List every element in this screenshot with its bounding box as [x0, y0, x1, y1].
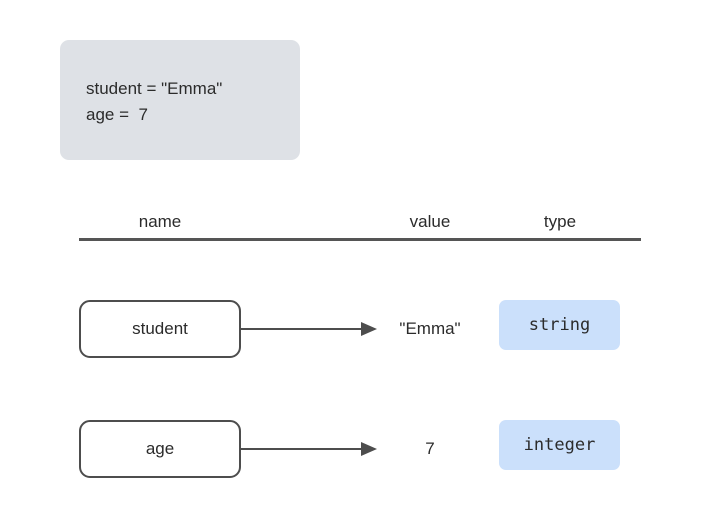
arrow-right-icon [241, 300, 381, 358]
variable-value-student: "Emma" [399, 319, 461, 338]
column-header-name: name [138, 212, 182, 231]
type-badge-string: string [499, 300, 620, 350]
column-header-value: value [409, 212, 451, 231]
variable-box-student: student [79, 300, 241, 358]
variable-value-age: 7 [425, 439, 435, 458]
table-row: age 7 integer [0, 420, 720, 478]
code-line-2: age = 7 [86, 105, 148, 124]
table-row: student "Emma" string [0, 300, 720, 358]
type-badge-integer: integer [499, 420, 620, 470]
table-header-divider [79, 238, 641, 241]
variable-name-label: student [132, 319, 188, 338]
code-line-1: student = "Emma" [86, 79, 223, 98]
arrow-right-icon [241, 420, 381, 478]
code-snippet-block: student = "Emma" age = 7 [60, 40, 300, 160]
column-header-type: type [543, 212, 577, 231]
variable-box-age: age [79, 420, 241, 478]
variable-name-label: age [145, 439, 175, 458]
